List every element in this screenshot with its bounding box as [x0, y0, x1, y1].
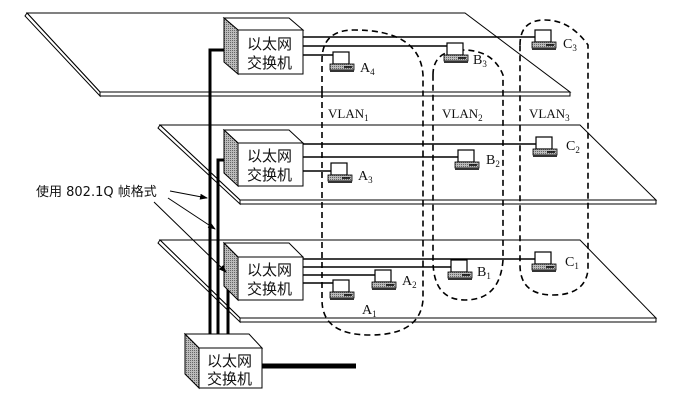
svg-text:以太网: 以太网 — [247, 147, 292, 165]
svg-text:以太网: 以太网 — [207, 352, 252, 370]
vlan1-region — [321, 29, 424, 336]
svg-text:以太网: 以太网 — [247, 35, 292, 53]
floor-2-links — [303, 143, 540, 172]
host-a4-label: A4 — [360, 61, 375, 77]
floor-3-links — [303, 36, 540, 56]
switch-floor-3: 以太网 交换机 — [222, 16, 305, 76]
trunk-note: 使用 802.1Q 帧格式 — [36, 184, 157, 200]
vlan3-region — [519, 19, 589, 296]
svg-text:以太网: 以太网 — [247, 261, 292, 279]
vlan3-label: VLAN3 — [529, 106, 570, 123]
host-c3-label: C3 — [563, 37, 577, 53]
svg-text:交换机: 交换机 — [247, 166, 292, 184]
host-b1-label: B1 — [477, 265, 491, 281]
host-b3-label: B3 — [473, 53, 487, 69]
note-arrow-1 — [169, 190, 208, 200]
floor-1-links — [303, 258, 540, 284]
host-b2-label: B2 — [486, 153, 500, 169]
vlan2-label: VLAN2 — [442, 106, 483, 123]
note-arrow-2 — [167, 197, 216, 230]
host-c1-label: C1 — [565, 255, 579, 271]
switch-floor-1: 以太网 交换机 — [222, 241, 305, 302]
switch-floor-2: 以太网 交换机 — [222, 128, 305, 188]
note-arrow-3 — [153, 201, 227, 273]
svg-text:交换机: 交换机 — [247, 280, 292, 298]
vlan1-label: VLAN1 — [328, 106, 369, 123]
host-c2-label: C2 — [566, 139, 580, 155]
host-a1-label: A1 — [362, 303, 377, 319]
host-a3-label: A3 — [358, 169, 373, 185]
svg-text:交换机: 交换机 — [247, 54, 292, 72]
host-c3-icon — [531, 29, 557, 51]
host-a2-label: A2 — [402, 274, 417, 290]
svg-text:交换机: 交换机 — [207, 370, 252, 388]
switch-core: 以太网 交换机 — [183, 332, 264, 390]
